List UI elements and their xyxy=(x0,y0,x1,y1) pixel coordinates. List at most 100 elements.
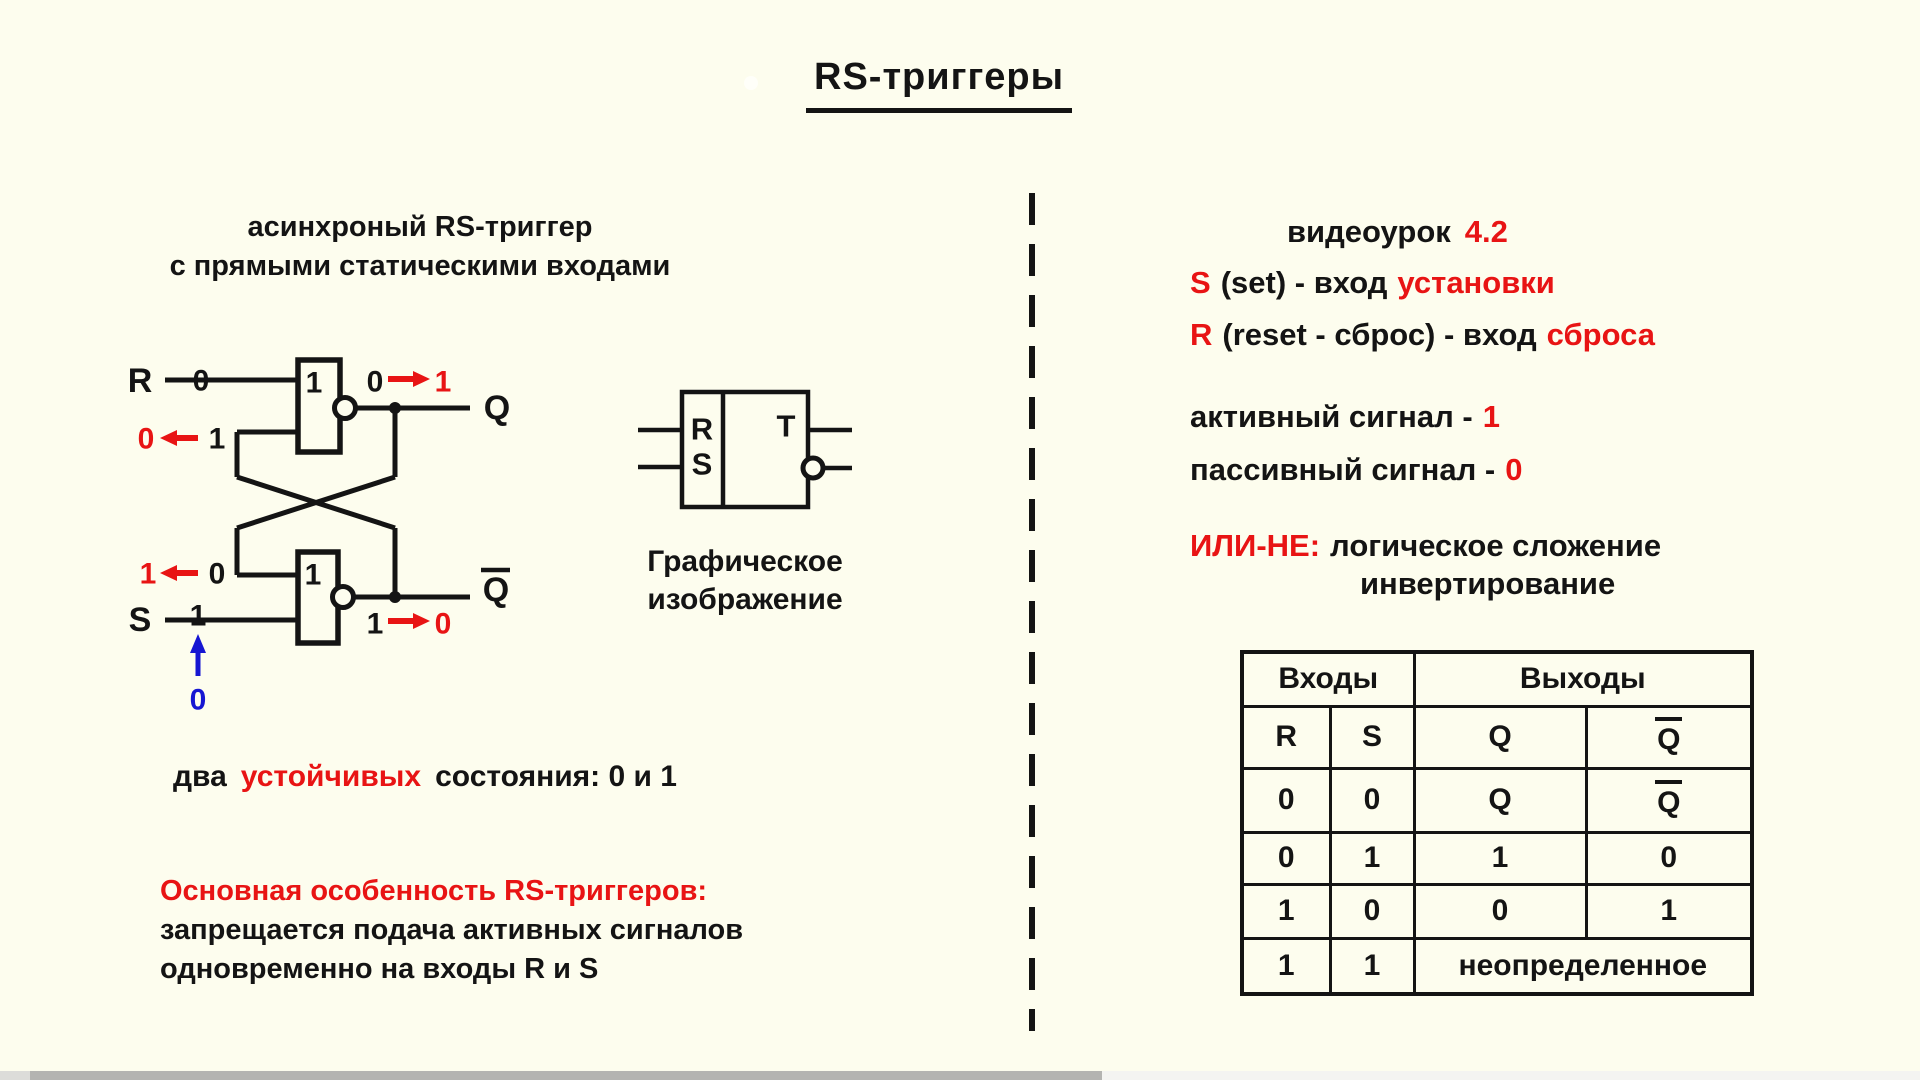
gate-top-symbol: 1 xyxy=(306,367,323,400)
bottom-feedback-old-value: 0 xyxy=(209,558,226,591)
table-row: 0 0 Q Q xyxy=(1240,766,1754,834)
nor-note: ИЛИ-НЕ:логическое сложение xyxy=(1190,528,1661,564)
blue-up-arrow-icon xyxy=(190,634,206,676)
r-term: R xyxy=(1190,317,1213,352)
cell-q: 0 xyxy=(1412,882,1588,940)
scrollbar-corner xyxy=(0,1071,30,1080)
top-feedback-transition: 0 1 xyxy=(138,423,226,456)
active-signal-label: активный сигнал - xyxy=(1190,399,1473,434)
stable-states-note: два устойчивых состояния: 0 и 1 xyxy=(173,760,677,794)
stable-highlight: устойчивых xyxy=(240,760,422,793)
circuit-heading-line2: с прямыми статическими входами xyxy=(169,250,671,282)
passive-signal-note: пассивный сигнал - 0 xyxy=(1190,452,1522,488)
nor-text-line2: инвертирование xyxy=(1360,566,1616,601)
passive-signal-value: 0 xyxy=(1505,452,1523,487)
feature-title: Основная особенность RS-триггеров: xyxy=(160,875,708,907)
gate-bottom-symbol: 1 xyxy=(305,559,322,592)
r-middle: (reset - сброс) - вход xyxy=(1222,317,1537,352)
symbol-caption-line2: изображение xyxy=(647,583,843,616)
cell-r: 0 xyxy=(1240,830,1332,886)
col-header-q: Q xyxy=(1412,704,1588,770)
col-header-s: S xyxy=(1328,704,1416,770)
junction-dot xyxy=(389,402,401,414)
cell-q: Q xyxy=(1412,766,1588,834)
q-output-label: Q xyxy=(484,389,510,427)
cell-s: 0 xyxy=(1328,766,1416,834)
cell-s: 1 xyxy=(1328,936,1416,996)
active-signal-note: активный сигнал - 1 xyxy=(1190,399,1500,435)
scrollbar-thumb[interactable] xyxy=(30,1071,1102,1080)
dashed-divider xyxy=(1029,193,1035,1031)
active-signal-value: 1 xyxy=(1482,399,1500,434)
s-input-value: 1 xyxy=(190,600,207,633)
lesson-label: видеоурок xyxy=(1287,214,1451,249)
stable-pre: два xyxy=(173,760,227,793)
svg-text:Q: Q xyxy=(483,571,509,609)
symbol-caption-line1: Графическое xyxy=(647,545,843,578)
symbol-r-label: R xyxy=(691,412,713,447)
r-highlight: сброса xyxy=(1546,317,1655,352)
table-row: 0 1 1 0 xyxy=(1240,830,1754,886)
cell-q: 1 xyxy=(1412,830,1588,886)
nor-text-line1: логическое сложение xyxy=(1330,528,1662,563)
outputs-group-header: Выходы xyxy=(1412,650,1754,708)
inversion-circle-icon xyxy=(330,584,356,610)
s-input-label: S xyxy=(129,601,152,639)
transition-arrow-right-icon xyxy=(388,371,430,387)
symbol-t-label: T xyxy=(777,409,796,444)
inversion-circle-icon xyxy=(332,395,358,421)
inversion-circle-icon xyxy=(800,455,826,481)
s-forced-value: 0 xyxy=(190,684,207,717)
top-feedback-new-value: 0 xyxy=(138,423,155,456)
nor-gate-bottom: 1 xyxy=(295,549,356,646)
q-output-new-value: 1 xyxy=(435,366,452,399)
lesson-number: 4.2 xyxy=(1464,214,1508,249)
horizontal-scrollbar[interactable] xyxy=(0,1071,1920,1080)
cell-q-inverse: Q xyxy=(1584,766,1754,834)
feature-line2: одновременно на входы R и S xyxy=(160,953,599,985)
cell-r: 1 xyxy=(1240,936,1332,996)
bottom-feedback-new-value: 1 xyxy=(140,558,157,591)
rs-trigger-circuit-diagram: 1 1 R 0 S 1 Q Q 0 1 0 1 1 0 xyxy=(128,357,510,717)
junction-dot xyxy=(389,591,401,603)
circuit-heading-line1: асинхроный RS-триггер xyxy=(247,211,593,243)
lesson-caption: видеоурок 4.2 xyxy=(1287,214,1508,250)
cell-undefined-state: неопределенное xyxy=(1412,936,1754,996)
feature-line1: запрещается подача активных сигналов xyxy=(160,914,744,946)
table-header-groups: Входы Выходы xyxy=(1240,650,1754,708)
inputs-group-header: Входы xyxy=(1240,650,1416,708)
s-forced-input: 0 xyxy=(190,634,207,717)
r-definition: R (reset - сброс) - вход сброса xyxy=(1190,317,1655,353)
transition-arrow-left-icon xyxy=(160,565,198,581)
symbol-s-label: S xyxy=(692,447,713,482)
feature-note: Основная особенность RS-триггеров: запре… xyxy=(160,872,743,989)
passive-signal-label: пассивный сигнал - xyxy=(1190,452,1496,487)
circuit-heading: асинхроный RS-триггер с прямыми статичес… xyxy=(105,208,735,286)
cell-r: 0 xyxy=(1240,766,1332,834)
cell-s: 0 xyxy=(1328,882,1416,940)
col-header-q-inverse: Q xyxy=(1584,704,1754,770)
stable-post: состояния: 0 и 1 xyxy=(435,760,677,793)
q-inverse-output-transition: 1 0 xyxy=(367,608,452,641)
truth-table: Входы Выходы R S Q Q 0 0 Q Q 0 1 1 0 1 0… xyxy=(1240,650,1754,996)
s-term: S xyxy=(1190,265,1211,300)
circuit-wires xyxy=(165,377,470,623)
q-inverse-output-label: Q xyxy=(481,567,510,609)
cell-r: 1 xyxy=(1240,882,1332,940)
transition-arrow-left-icon xyxy=(160,430,198,446)
symbol-body xyxy=(638,389,852,510)
s-definition: S (set) - вход установки xyxy=(1190,265,1555,301)
page-title: RS-триггеры xyxy=(806,56,1073,113)
q-inverse-output-new-value: 0 xyxy=(435,608,452,641)
s-middle: (set) - вход xyxy=(1220,265,1388,300)
transition-arrow-right-icon xyxy=(388,613,430,629)
cell-s: 1 xyxy=(1328,830,1416,886)
table-column-headers: R S Q Q xyxy=(1240,704,1754,770)
r-input-value: 0 xyxy=(193,365,210,398)
cell-q-inverse: 1 xyxy=(1584,882,1754,940)
table-row: 1 1 неопределенное xyxy=(1240,936,1754,996)
s-highlight: установки xyxy=(1397,265,1555,300)
symbol-caption: Графическое изображение xyxy=(605,543,885,619)
r-input-label: R xyxy=(128,362,153,400)
